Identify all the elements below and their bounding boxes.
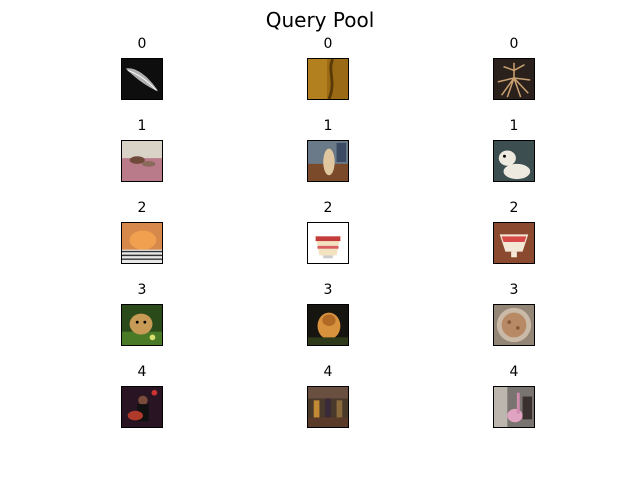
subplot-title: 1 [137, 118, 147, 134]
thumbnail-dog-dark [307, 304, 349, 346]
figure-title: Query Pool [265, 8, 375, 32]
subplot-title: 0 [509, 36, 519, 52]
thumbnail-cake-striped-plate [121, 222, 163, 264]
subplot-title: 1 [323, 118, 333, 134]
subplot-title: 0 [137, 36, 147, 52]
subplot-title: 3 [137, 282, 147, 298]
thumbnail-ochre-fabric [307, 58, 349, 100]
subplot-title: 4 [509, 364, 519, 380]
thumbnail-pizza-plate [493, 304, 535, 346]
subplot-title: 3 [323, 282, 333, 298]
subplot-title: 4 [137, 364, 147, 380]
thumbnail-trifle-white [307, 222, 349, 264]
thumbnail-ferrets-on-bed [121, 140, 163, 182]
thumbnail-trifle-bowl [493, 222, 535, 264]
subplot-title: 4 [323, 364, 333, 380]
subplot-title: 2 [323, 200, 333, 216]
thumbnail-golden-retriever-grass [121, 304, 163, 346]
thumbnail-pink-guitar [493, 386, 535, 428]
thumbnail-root-bundle [493, 58, 535, 100]
subplot-title: 2 [509, 200, 519, 216]
subplot-title: 2 [137, 200, 147, 216]
thumbnail-white-ferret [493, 140, 535, 182]
thumbnail-ferret-on-seat [307, 140, 349, 182]
subplot-title: 1 [509, 118, 519, 134]
subplot-title: 0 [323, 36, 333, 52]
thumbnail-band-stage [307, 386, 349, 428]
subplot-title: 3 [509, 282, 519, 298]
thumbnail-grayscale-feather [121, 58, 163, 100]
thumbnail-guitarist-dark [121, 386, 163, 428]
